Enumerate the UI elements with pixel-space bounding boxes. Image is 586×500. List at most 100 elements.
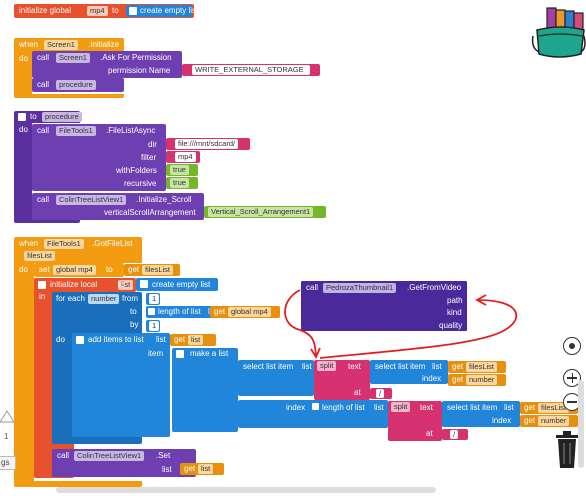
get-var-dropdown[interactable]: list: [198, 464, 214, 474]
local-name-field[interactable]: list: [118, 280, 134, 290]
get-label: get: [128, 265, 140, 274]
get-number-block[interactable]: get number: [520, 415, 578, 427]
gear-icon[interactable]: [38, 281, 46, 289]
create-empty-list-label: create empty list: [140, 6, 199, 15]
gear-icon[interactable]: [176, 350, 184, 358]
at-label: at: [426, 429, 433, 438]
gear-icon[interactable]: [312, 403, 319, 410]
get-label: get: [214, 307, 226, 316]
separator-value-block[interactable]: /: [442, 429, 468, 440]
scroll-value-dropdown[interactable]: Vertical_Scroll_Arrangement1: [208, 207, 314, 217]
select-list-item-inner[interactable]: select list item list index: [442, 401, 520, 427]
get-list-block[interactable]: get list: [180, 463, 224, 475]
event-label: .GotFileList: [92, 239, 133, 248]
set-list-view-block[interactable]: call ColinTreeListView1 .Set list: [52, 449, 196, 477]
trash-icon[interactable]: [553, 430, 581, 470]
from-value-field[interactable]: 1: [149, 294, 160, 304]
component-dropdown[interactable]: PedrozaThumbnail1: [323, 283, 397, 293]
make-a-list-block[interactable]: make a list: [172, 348, 238, 432]
length-of-list-label: length of list: [158, 307, 201, 316]
gear-icon[interactable]: [76, 336, 84, 344]
dir-value-field[interactable]: file:///mnt/sdcard/: [175, 139, 239, 149]
quality-label: quality: [439, 321, 463, 330]
get-list-block[interactable]: get list: [170, 334, 216, 346]
split-dropdown[interactable]: split: [317, 361, 337, 371]
vertical-scrollbar[interactable]: [578, 380, 584, 468]
select-list-item-block[interactable]: select list item list: [238, 360, 314, 396]
from-label: from: [122, 294, 138, 303]
get-fileslist-block[interactable]: get filesList: [448, 361, 506, 373]
loop-var-field[interactable]: number: [88, 294, 120, 304]
backpack-icon[interactable]: [531, 6, 586, 61]
get-var-dropdown[interactable]: list: [188, 335, 204, 345]
do-label: do: [19, 265, 28, 274]
gear-icon[interactable]: [140, 280, 148, 288]
ask-permission-block[interactable]: call Screen1 .Ask For Permission permiss…: [32, 51, 182, 78]
get-var-dropdown[interactable]: number: [538, 416, 570, 426]
call-label: call: [37, 53, 50, 62]
component-dropdown[interactable]: FileTools1: [44, 239, 84, 249]
get-fileslist-block[interactable]: get filesList: [124, 264, 180, 276]
procedure-name-field[interactable]: procedure: [42, 112, 82, 122]
warning-indicator[interactable]: 1: [0, 410, 15, 444]
call-procedure-block[interactable]: call procedure: [32, 78, 124, 92]
list-label: list: [504, 403, 514, 412]
global-variable-block[interactable]: initialize global mp4 to create empty li…: [14, 4, 198, 18]
withfolders-value-block[interactable]: true: [166, 164, 198, 176]
split-block[interactable]: split text at: [388, 401, 442, 441]
initialize-scroll-block[interactable]: call ColinTreeListView1 .Initialize_Scro…: [32, 193, 204, 220]
dir-value-block[interactable]: file:///mnt/sdcard/: [166, 138, 250, 150]
global-name-field[interactable]: mp4: [87, 6, 108, 16]
select-list-item-inner[interactable]: select list item list index: [370, 360, 448, 384]
make-a-list-label: make a list: [190, 349, 229, 358]
get-var-dropdown[interactable]: global mp4: [228, 307, 271, 317]
gear-icon[interactable]: [129, 7, 137, 15]
by-number-block[interactable]: 1: [146, 320, 160, 332]
param-filesList[interactable]: filesList: [24, 251, 56, 261]
set-global-block[interactable]: set global mp4 to: [34, 263, 124, 277]
create-empty-list-block[interactable]: create empty list: [126, 5, 198, 17]
horizontal-scrollbar[interactable]: [56, 487, 436, 493]
get-var-dropdown[interactable]: filesList: [142, 265, 174, 275]
call-label: call: [306, 283, 319, 292]
split-dropdown[interactable]: split: [391, 402, 411, 412]
filter-value-field[interactable]: mp4: [175, 152, 196, 162]
procedure-dropdown[interactable]: procedure: [56, 80, 96, 90]
separator-value-block[interactable]: /: [370, 388, 392, 399]
set-var-dropdown[interactable]: global mp4: [53, 265, 96, 275]
get-var-dropdown[interactable]: number: [466, 375, 498, 385]
separator-field[interactable]: /: [450, 430, 459, 439]
split-block[interactable]: split text at: [314, 360, 370, 400]
select-list-item-label: select list item: [375, 362, 426, 371]
create-empty-list-block[interactable]: create empty list: [136, 278, 218, 291]
index-length-block[interactable]: index length of list list: [238, 400, 388, 428]
recursive-value-block[interactable]: true: [166, 177, 198, 189]
component-dropdown[interactable]: ColinTreeListView1: [56, 195, 127, 205]
component-dropdown[interactable]: FileTools1: [56, 126, 96, 136]
by-value-field[interactable]: 1: [149, 321, 160, 331]
get-number-block[interactable]: get number: [448, 374, 506, 386]
from-number-block[interactable]: 1: [146, 293, 160, 305]
component-dropdown[interactable]: ColinTreeListView1: [74, 451, 145, 461]
get-from-video-block[interactable]: call PedrozaThumbnail1 .GetFromVideo pat…: [300, 280, 468, 332]
add-items-block[interactable]: add items to list list item: [72, 333, 170, 437]
recursive-value-field[interactable]: true: [170, 178, 189, 188]
initialize-local-header[interactable]: initialize local list: [34, 278, 136, 292]
permission-value-field[interactable]: WRITE_EXTERNAL_STORAGE: [192, 65, 310, 75]
separator-field[interactable]: /: [376, 389, 385, 398]
component-dropdown[interactable]: Screen1: [56, 53, 90, 63]
withfolders-value-field[interactable]: true: [170, 165, 189, 175]
gear-icon[interactable]: [18, 113, 26, 121]
filter-value-block[interactable]: mp4: [166, 151, 200, 163]
gear-icon[interactable]: [148, 308, 155, 315]
permission-value-block[interactable]: WRITE_EXTERNAL_STORAGE: [182, 64, 320, 76]
get-global-mp4-block[interactable]: get global mp4: [210, 306, 280, 318]
component-dropdown[interactable]: Screen1: [44, 40, 78, 50]
get-var-dropdown[interactable]: filesList: [538, 403, 570, 413]
recenter-icon[interactable]: [563, 337, 581, 355]
file-list-async-block[interactable]: call FileTools1 .FileListAsync dir filte…: [32, 124, 166, 191]
zoom-in-icon[interactable]: [563, 369, 581, 387]
get-var-dropdown[interactable]: filesList: [466, 362, 498, 372]
show-warnings-button[interactable]: gs: [0, 456, 16, 470]
scroll-value-block[interactable]: Vertical_Scroll_Arrangement1: [204, 206, 326, 218]
